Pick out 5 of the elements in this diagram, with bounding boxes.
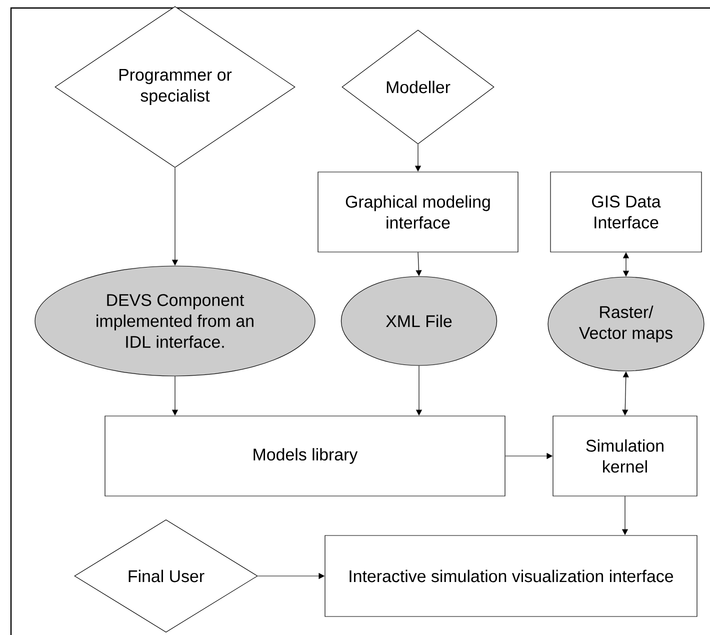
process-box: Graphical modeling interface — [318, 172, 518, 252]
process-box: GIS Data Interface — [550, 172, 702, 252]
process-box: Interactive simulation visualization interface — [324, 535, 698, 617]
process-box: Simulation kernel — [552, 416, 698, 496]
process-box: Models library — [104, 416, 506, 496]
